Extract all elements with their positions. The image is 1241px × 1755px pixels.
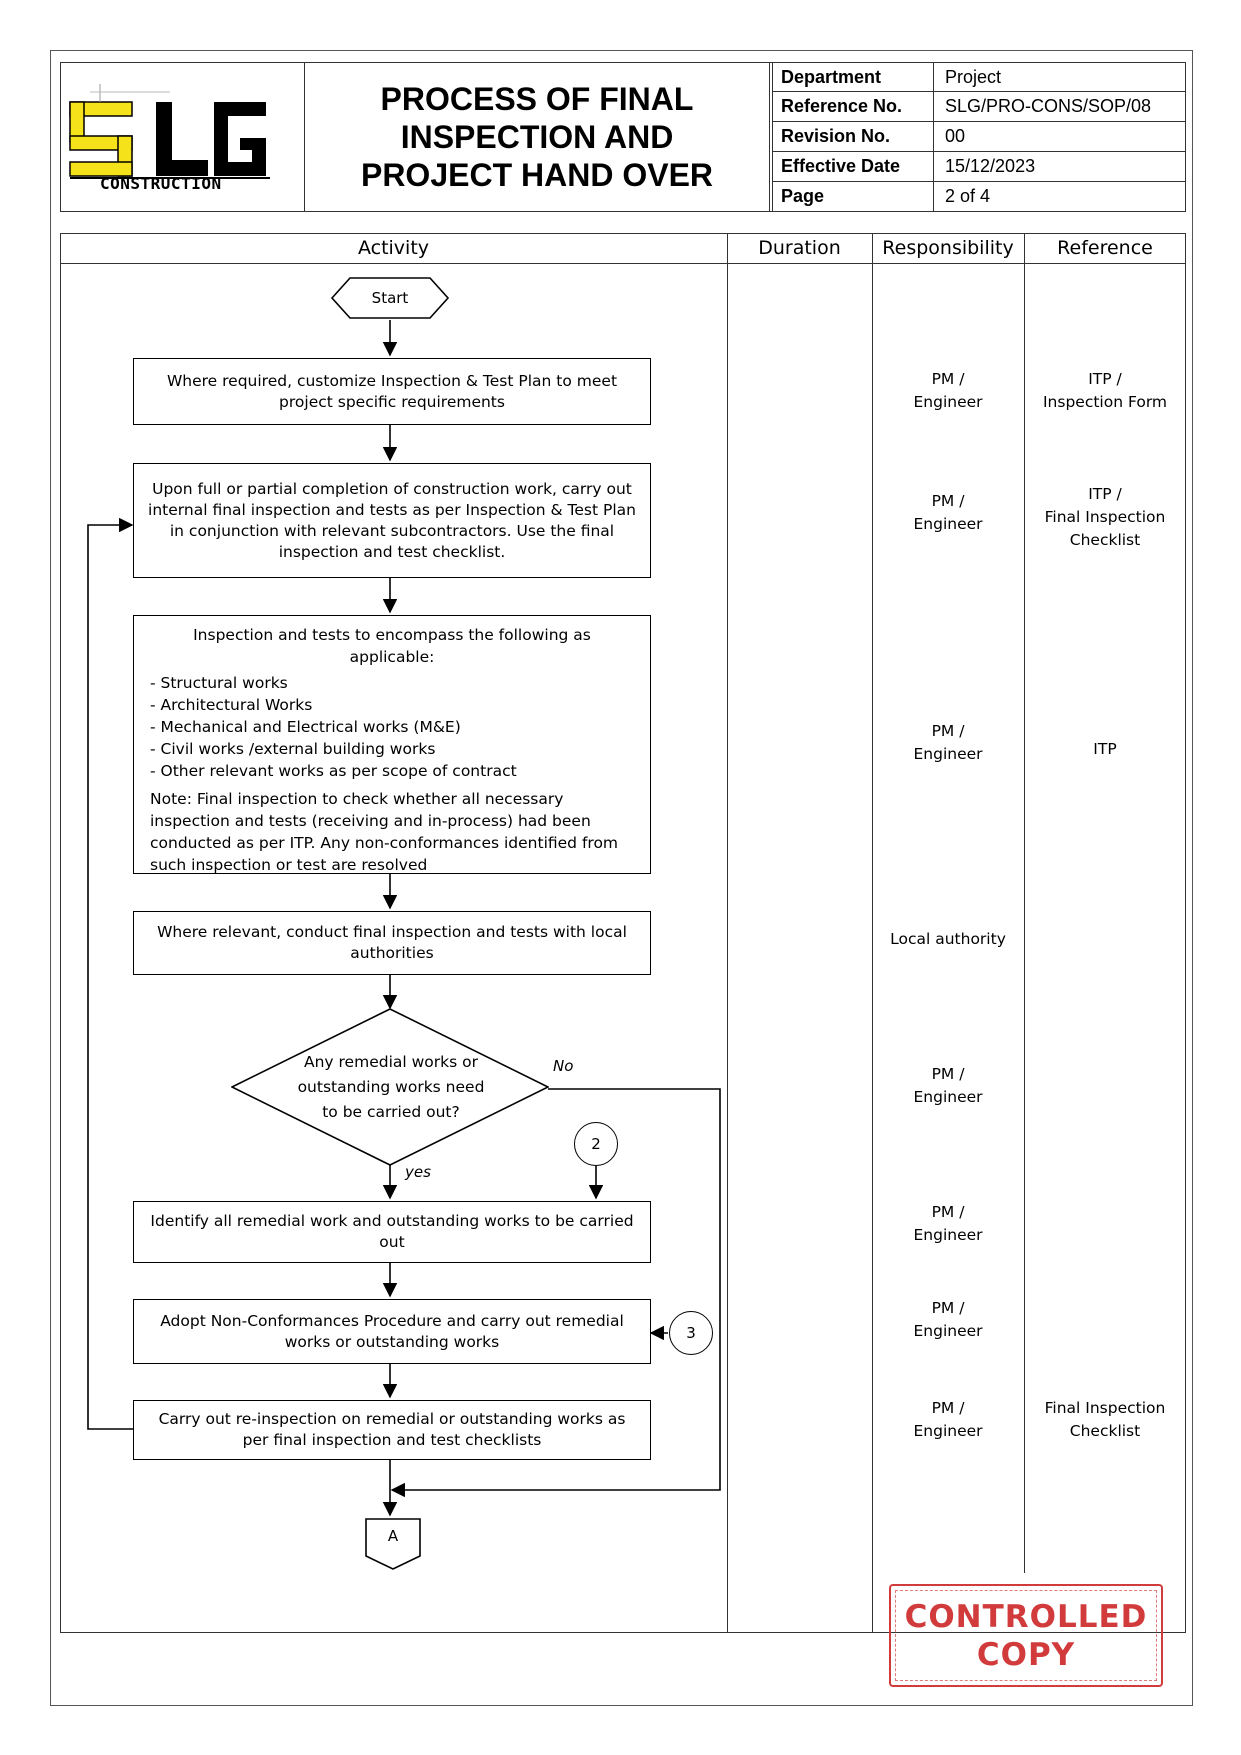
column-divider <box>1024 233 1025 1573</box>
step-identify-remedial-work: Identify all remedial work and outstandi… <box>133 1201 651 1263</box>
start-label: Start <box>371 289 409 307</box>
company-logo: CONSTRUCTION <box>60 62 305 212</box>
connector-2: 2 <box>574 1122 618 1166</box>
stamp-line-2: COPY <box>976 1636 1076 1673</box>
decision-diamond <box>231 1008 549 1166</box>
step-inspection-scope: Inspection and tests to encompass the fo… <box>133 615 651 874</box>
column-divider <box>872 233 873 1633</box>
meta-department: Department Project <box>772 62 1186 92</box>
column-header-activity: Activity <box>357 237 430 259</box>
step-customize-itp: Where required, customize Inspection & T… <box>133 358 651 425</box>
step-non-conformance-procedure: Adopt Non-Conformances Procedure and car… <box>133 1299 651 1364</box>
reference-cell: Final Inspection Checklist <box>1044 1399 1166 1440</box>
meta-label: Reference No. <box>781 96 903 116</box>
slg-logo-icon <box>69 84 270 179</box>
scope-item: - Mechanical and Electrical works (M&E) <box>150 718 461 736</box>
page-frame <box>50 50 1193 1706</box>
responsibility-cell: PM / Engineer <box>913 722 983 763</box>
reference-cell: ITP <box>1093 740 1117 758</box>
scope-intro: Inspection and tests to encompass the fo… <box>193 626 591 666</box>
meta-revision: Revision No. 00 <box>772 122 1186 152</box>
meta-value: 15/12/2023 <box>945 156 1036 176</box>
stamp-line-1: CONTROLLED <box>904 1598 1148 1635</box>
responsibility-cell: PM / Engineer <box>913 492 983 533</box>
decision-question: Any remedial works or outstanding works … <box>297 1053 485 1121</box>
no-branch-label: No <box>553 1057 574 1075</box>
scope-item: - Structural works <box>150 674 288 692</box>
responsibility-cell: Local authority <box>890 930 1006 948</box>
meta-value: SLG/PRO-CONS/SOP/08 <box>945 96 1152 116</box>
logo-text: CONSTRUCTION <box>100 174 222 193</box>
responsibility-cell: PM / Engineer <box>913 1065 983 1106</box>
yes-branch-label: yes <box>405 1163 431 1181</box>
meta-reference: Reference No. SLG/PRO-CONS/SOP/08 <box>772 92 1186 122</box>
column-header-responsibility: Responsibility <box>882 237 1014 259</box>
table-header-divider <box>60 263 1186 264</box>
scope-note: Note: Final inspection to check whether … <box>150 790 619 874</box>
step-re-inspection: Carry out re-inspection on remedial or o… <box>133 1400 651 1460</box>
meta-label: Effective Date <box>781 156 901 176</box>
scope-item: - Civil works /external building works <box>150 740 436 758</box>
connector-3: 3 <box>669 1311 713 1355</box>
responsibility-cell: PM / Engineer <box>913 1299 983 1340</box>
column-header-duration: Duration <box>758 237 841 259</box>
offpage-label: A <box>387 1527 399 1545</box>
meta-value: Project <box>945 67 1002 87</box>
reference-cell: ITP / Final Inspection Checklist <box>1044 485 1166 549</box>
step-local-authority-inspection: Where relevant, conduct final inspection… <box>133 911 651 975</box>
process-table <box>60 233 1186 1633</box>
controlled-copy-stamp: CONTROLLED COPY <box>889 1584 1163 1687</box>
responsibility-cell: PM / Engineer <box>913 1203 983 1244</box>
meta-label: Department <box>781 67 882 87</box>
document-title: PROCESS OF FINAL INSPECTION AND PROJECT … <box>305 62 770 212</box>
scope-item: - Architectural Works <box>150 696 313 714</box>
meta-label: Revision No. <box>781 126 891 146</box>
start-terminator <box>330 277 450 319</box>
responsibility-cell: PM / Engineer <box>913 1399 983 1440</box>
meta-value: 00 <box>945 126 966 146</box>
meta-effective-date: Effective Date 15/12/2023 <box>772 152 1186 182</box>
step-internal-final-inspection: Upon full or partial completion of const… <box>133 463 651 578</box>
scope-item: - Other relevant works as per scope of c… <box>150 762 517 780</box>
column-divider <box>727 233 728 1633</box>
meta-label: Page <box>781 186 825 206</box>
column-header-reference: Reference <box>1057 237 1153 259</box>
reference-cell: ITP / Inspection Form <box>1042 370 1168 411</box>
meta-value: 2 of 4 <box>945 186 991 206</box>
offpage-connector <box>365 1518 421 1570</box>
meta-page: Page 2 of 4 <box>772 182 1186 212</box>
responsibility-cell: PM / Engineer <box>913 370 983 411</box>
